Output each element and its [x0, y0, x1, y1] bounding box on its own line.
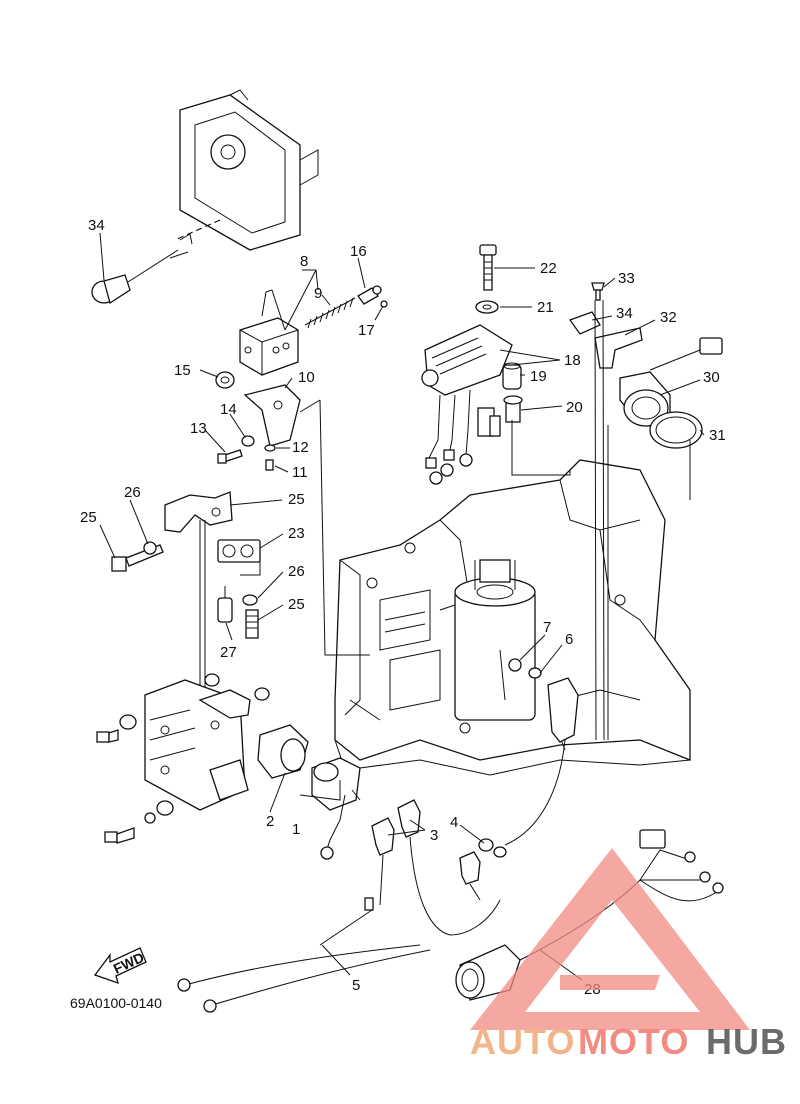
callout-25-upper: 25 — [80, 509, 97, 526]
part-33-clamp — [568, 311, 601, 335]
part-mount-plate — [144, 679, 251, 811]
part-10-bracket — [243, 384, 301, 447]
callout-22: 22 — [540, 260, 557, 277]
assembly-line-regulator — [511, 420, 571, 476]
assembly-line-plug — [594, 299, 605, 741]
callout-2: 2 — [266, 813, 274, 830]
part-30-oring — [649, 411, 703, 449]
cable-6 — [499, 649, 566, 846]
watermark-text: AUTO MOTO HUB — [470, 1021, 787, 1062]
watermark-triangle-icon — [470, 848, 750, 1030]
callout-14: 14 — [220, 401, 237, 418]
callout-34: 34 — [88, 217, 105, 234]
part-cover-plate — [174, 89, 319, 251]
part-3-cap-b — [397, 799, 501, 936]
callout-8: 8 — [300, 253, 308, 270]
watermark-hub: HUB — [706, 1021, 787, 1062]
callout-3: 3 — [430, 827, 438, 844]
part-9-spring — [304, 297, 356, 329]
catalog-code: 69A0100-0140 — [70, 995, 162, 1011]
callout-27: 27 — [220, 644, 237, 661]
assembly-line-oring — [607, 425, 691, 740]
callout-5: 5 — [352, 977, 360, 994]
part-26-washer-lower — [242, 594, 258, 606]
fwd-label: FWD — [111, 949, 147, 977]
leader-lines — [99, 232, 705, 981]
callout-20: 20 — [566, 399, 583, 416]
part-6-boot — [547, 677, 579, 751]
callout-31: 32 — [660, 309, 677, 326]
callout-15: 15 — [174, 362, 191, 379]
callout-30: 31 — [709, 427, 726, 444]
callout-labels: 34 8 9 16 17 15 10 14 13 12 11 22 21 18 … — [80, 217, 726, 998]
part-26-washer-upper — [143, 541, 157, 555]
callout-10: 10 — [298, 369, 315, 386]
watermark-moto: MOTO — [578, 1021, 689, 1062]
part-14-washer — [241, 435, 255, 447]
part-15-grommet — [215, 371, 235, 389]
callout-18: 18 — [564, 352, 581, 369]
callout-23: 23 — [288, 525, 305, 542]
callout-24: 25 — [288, 491, 305, 508]
part-5-cable — [177, 897, 431, 1013]
callout-26-lower: 26 — [288, 563, 305, 580]
callout-29: 30 — [703, 369, 720, 386]
part-1-relay — [311, 757, 361, 860]
lower-fasteners — [96, 673, 270, 844]
callout-6: 6 — [565, 631, 573, 648]
callout-9: 9 — [314, 285, 322, 302]
callout-21: 21 — [537, 299, 554, 316]
callout-7: 7 — [543, 619, 551, 636]
part-22-bolt — [479, 244, 497, 291]
callout-1: 1 — [292, 821, 300, 838]
part-7-washer — [508, 658, 542, 679]
watermark-logo — [470, 848, 750, 1030]
callout-26-upper: 26 — [124, 484, 141, 501]
callout-11: 11 — [292, 464, 308, 481]
part-32-screw — [591, 282, 605, 301]
part-3-cap-a — [371, 817, 395, 906]
part-12-washer — [264, 444, 276, 452]
part-11-screw — [265, 459, 274, 471]
part-23-fuse-holder — [217, 539, 261, 563]
callout-16: 16 — [350, 243, 367, 260]
part-8-junction-box — [239, 289, 299, 376]
part-25-bolt-lower — [245, 609, 259, 639]
part-17-ring — [380, 300, 388, 308]
part-34-sensor — [91, 233, 193, 305]
part-18-regulator — [421, 324, 513, 485]
callout-13: 13 — [190, 420, 207, 437]
engine-block — [334, 459, 691, 776]
callout-4: 4 — [450, 814, 458, 831]
watermark-auto: AUTO — [470, 1021, 575, 1062]
callout-32: 33 — [618, 270, 635, 287]
callout-19: 19 — [530, 368, 547, 385]
callout-25-lower: 25 — [288, 596, 305, 613]
part-21-washer — [475, 300, 499, 314]
part-cap-c — [459, 851, 481, 901]
part-27-fuse — [217, 586, 233, 623]
callout-17: 17 — [358, 322, 375, 339]
part-19-grommet — [502, 362, 522, 390]
part-13-bolt — [217, 449, 243, 464]
part-20-collar — [503, 395, 523, 423]
callout-33: 34 — [616, 305, 633, 322]
part-2-holder — [257, 724, 309, 779]
fwd-arrow-icon: FWD — [93, 947, 147, 985]
part-24-bracket — [164, 491, 233, 533]
part-31-bracket — [594, 327, 643, 369]
callout-12: 12 — [292, 439, 309, 456]
part-16-terminal — [357, 285, 382, 305]
